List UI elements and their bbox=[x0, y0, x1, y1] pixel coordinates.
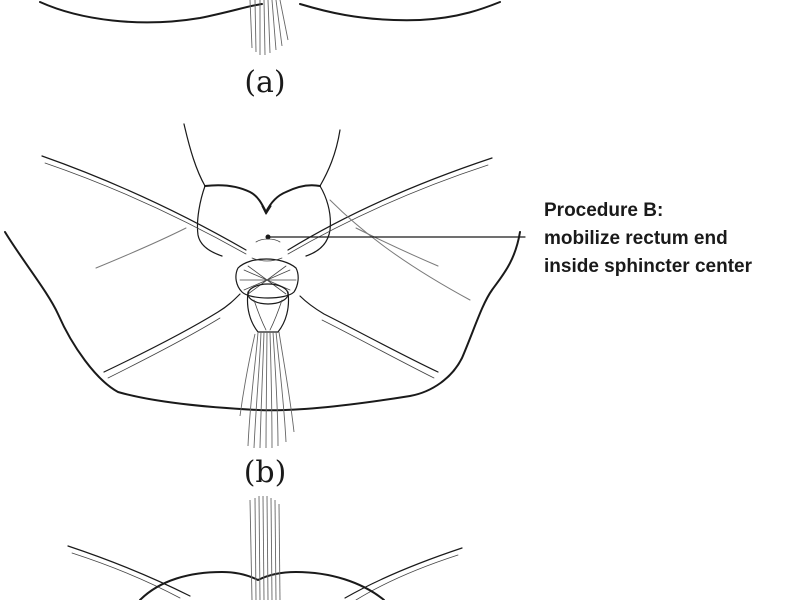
panel-b-retractor-right-upper bbox=[287, 157, 493, 251]
panel-c-drawing bbox=[67, 495, 463, 600]
panel-b-rectum-end bbox=[246, 283, 290, 333]
callout-line-2: mobilize rectum end bbox=[544, 228, 728, 249]
panel-c-retractor-right-2 bbox=[355, 554, 459, 600]
panel-b-retractor-left-upper-2 bbox=[44, 162, 247, 255]
panel-b-cleft bbox=[261, 205, 272, 215]
panel-c-retractor-left-2 bbox=[71, 552, 181, 599]
panel-a-body-outline-right bbox=[299, 1, 501, 22]
panel-b-retractor-left-upper bbox=[41, 155, 247, 251]
panel-b-sphincter bbox=[235, 257, 299, 299]
procedure-b-callout: Procedure B: mobilize rectum end inside … bbox=[544, 200, 753, 277]
panel-b-thigh-curve-right bbox=[355, 227, 439, 267]
panel-b-cheek-right bbox=[305, 185, 331, 257]
callout-line-3: inside sphincter center bbox=[544, 256, 753, 277]
callout-line-1: Procedure B: bbox=[544, 200, 663, 221]
panel-b-back-right bbox=[319, 129, 341, 187]
panel-b-anchor-stitch bbox=[255, 238, 281, 243]
panel-b-thigh-curve-left bbox=[95, 227, 187, 269]
panel-b-hip-curve-right bbox=[329, 199, 471, 301]
panel-b-retractor-left-lower bbox=[103, 293, 241, 373]
panel-b-retractor-left-lower-2 bbox=[107, 317, 221, 379]
panel-b-fibers bbox=[239, 331, 295, 449]
panel-b-retractor-right-upper-2 bbox=[287, 164, 489, 255]
panel-c-body-outline bbox=[139, 571, 385, 600]
panel-a-drawing: (a) bbox=[39, 0, 501, 100]
panel-b-retractor-right-lower-2 bbox=[321, 319, 435, 379]
panel-a-body-outline bbox=[39, 1, 263, 24]
panel-b-label: (b) bbox=[244, 455, 287, 490]
panel-b-buttocks-outline bbox=[204, 184, 321, 213]
panel-b-back-left bbox=[183, 123, 206, 187]
panel-b-callout-anchor-dot bbox=[265, 234, 271, 240]
panel-c-retractor-right bbox=[344, 547, 463, 599]
panel-b-drawing: (b) bbox=[4, 123, 526, 490]
panel-b-cheek-left bbox=[196, 185, 223, 257]
panel-b-retractor-right-lower bbox=[299, 295, 439, 373]
panel-c-fibers bbox=[249, 495, 281, 600]
panel-b-body-outline bbox=[4, 231, 521, 412]
panel-c-retractor-left bbox=[67, 545, 191, 597]
panel-a-label: (a) bbox=[244, 65, 285, 100]
panel-a-fibers bbox=[249, 0, 289, 56]
